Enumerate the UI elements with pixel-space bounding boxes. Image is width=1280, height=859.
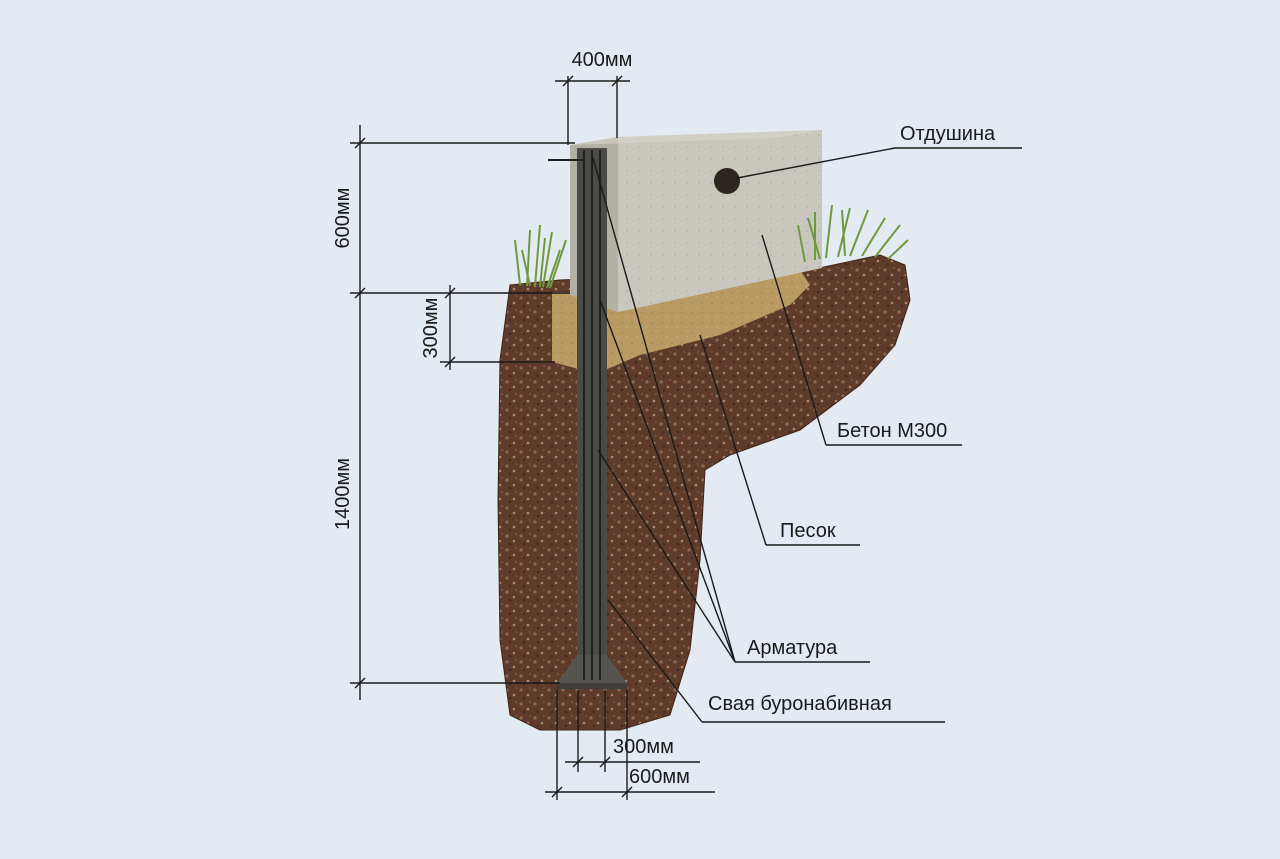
dim-pile-depth: 1400мм <box>332 458 354 530</box>
label-sand: Песок <box>780 520 836 542</box>
leader-lines <box>592 147 1022 723</box>
dim-top-width: 400мм <box>572 49 633 71</box>
label-pile: Свая буронабивная <box>708 693 892 715</box>
grass-right <box>797 204 909 263</box>
dim-pile-shaft: 300мм <box>613 736 674 758</box>
dim-wall-height: 600мм <box>332 188 354 249</box>
dimension-lines <box>350 75 715 800</box>
rebar <box>548 150 601 680</box>
dim-pile-base: 600мм <box>629 766 690 788</box>
label-rebar: Арматура <box>747 637 838 659</box>
sand-layer <box>552 270 810 372</box>
grass-left <box>514 224 567 289</box>
label-vent: Отдушина <box>900 123 996 145</box>
dim-sand-depth: 300мм <box>420 298 442 359</box>
label-concrete: Бетон М300 <box>837 420 947 442</box>
vent-hole <box>714 168 740 194</box>
